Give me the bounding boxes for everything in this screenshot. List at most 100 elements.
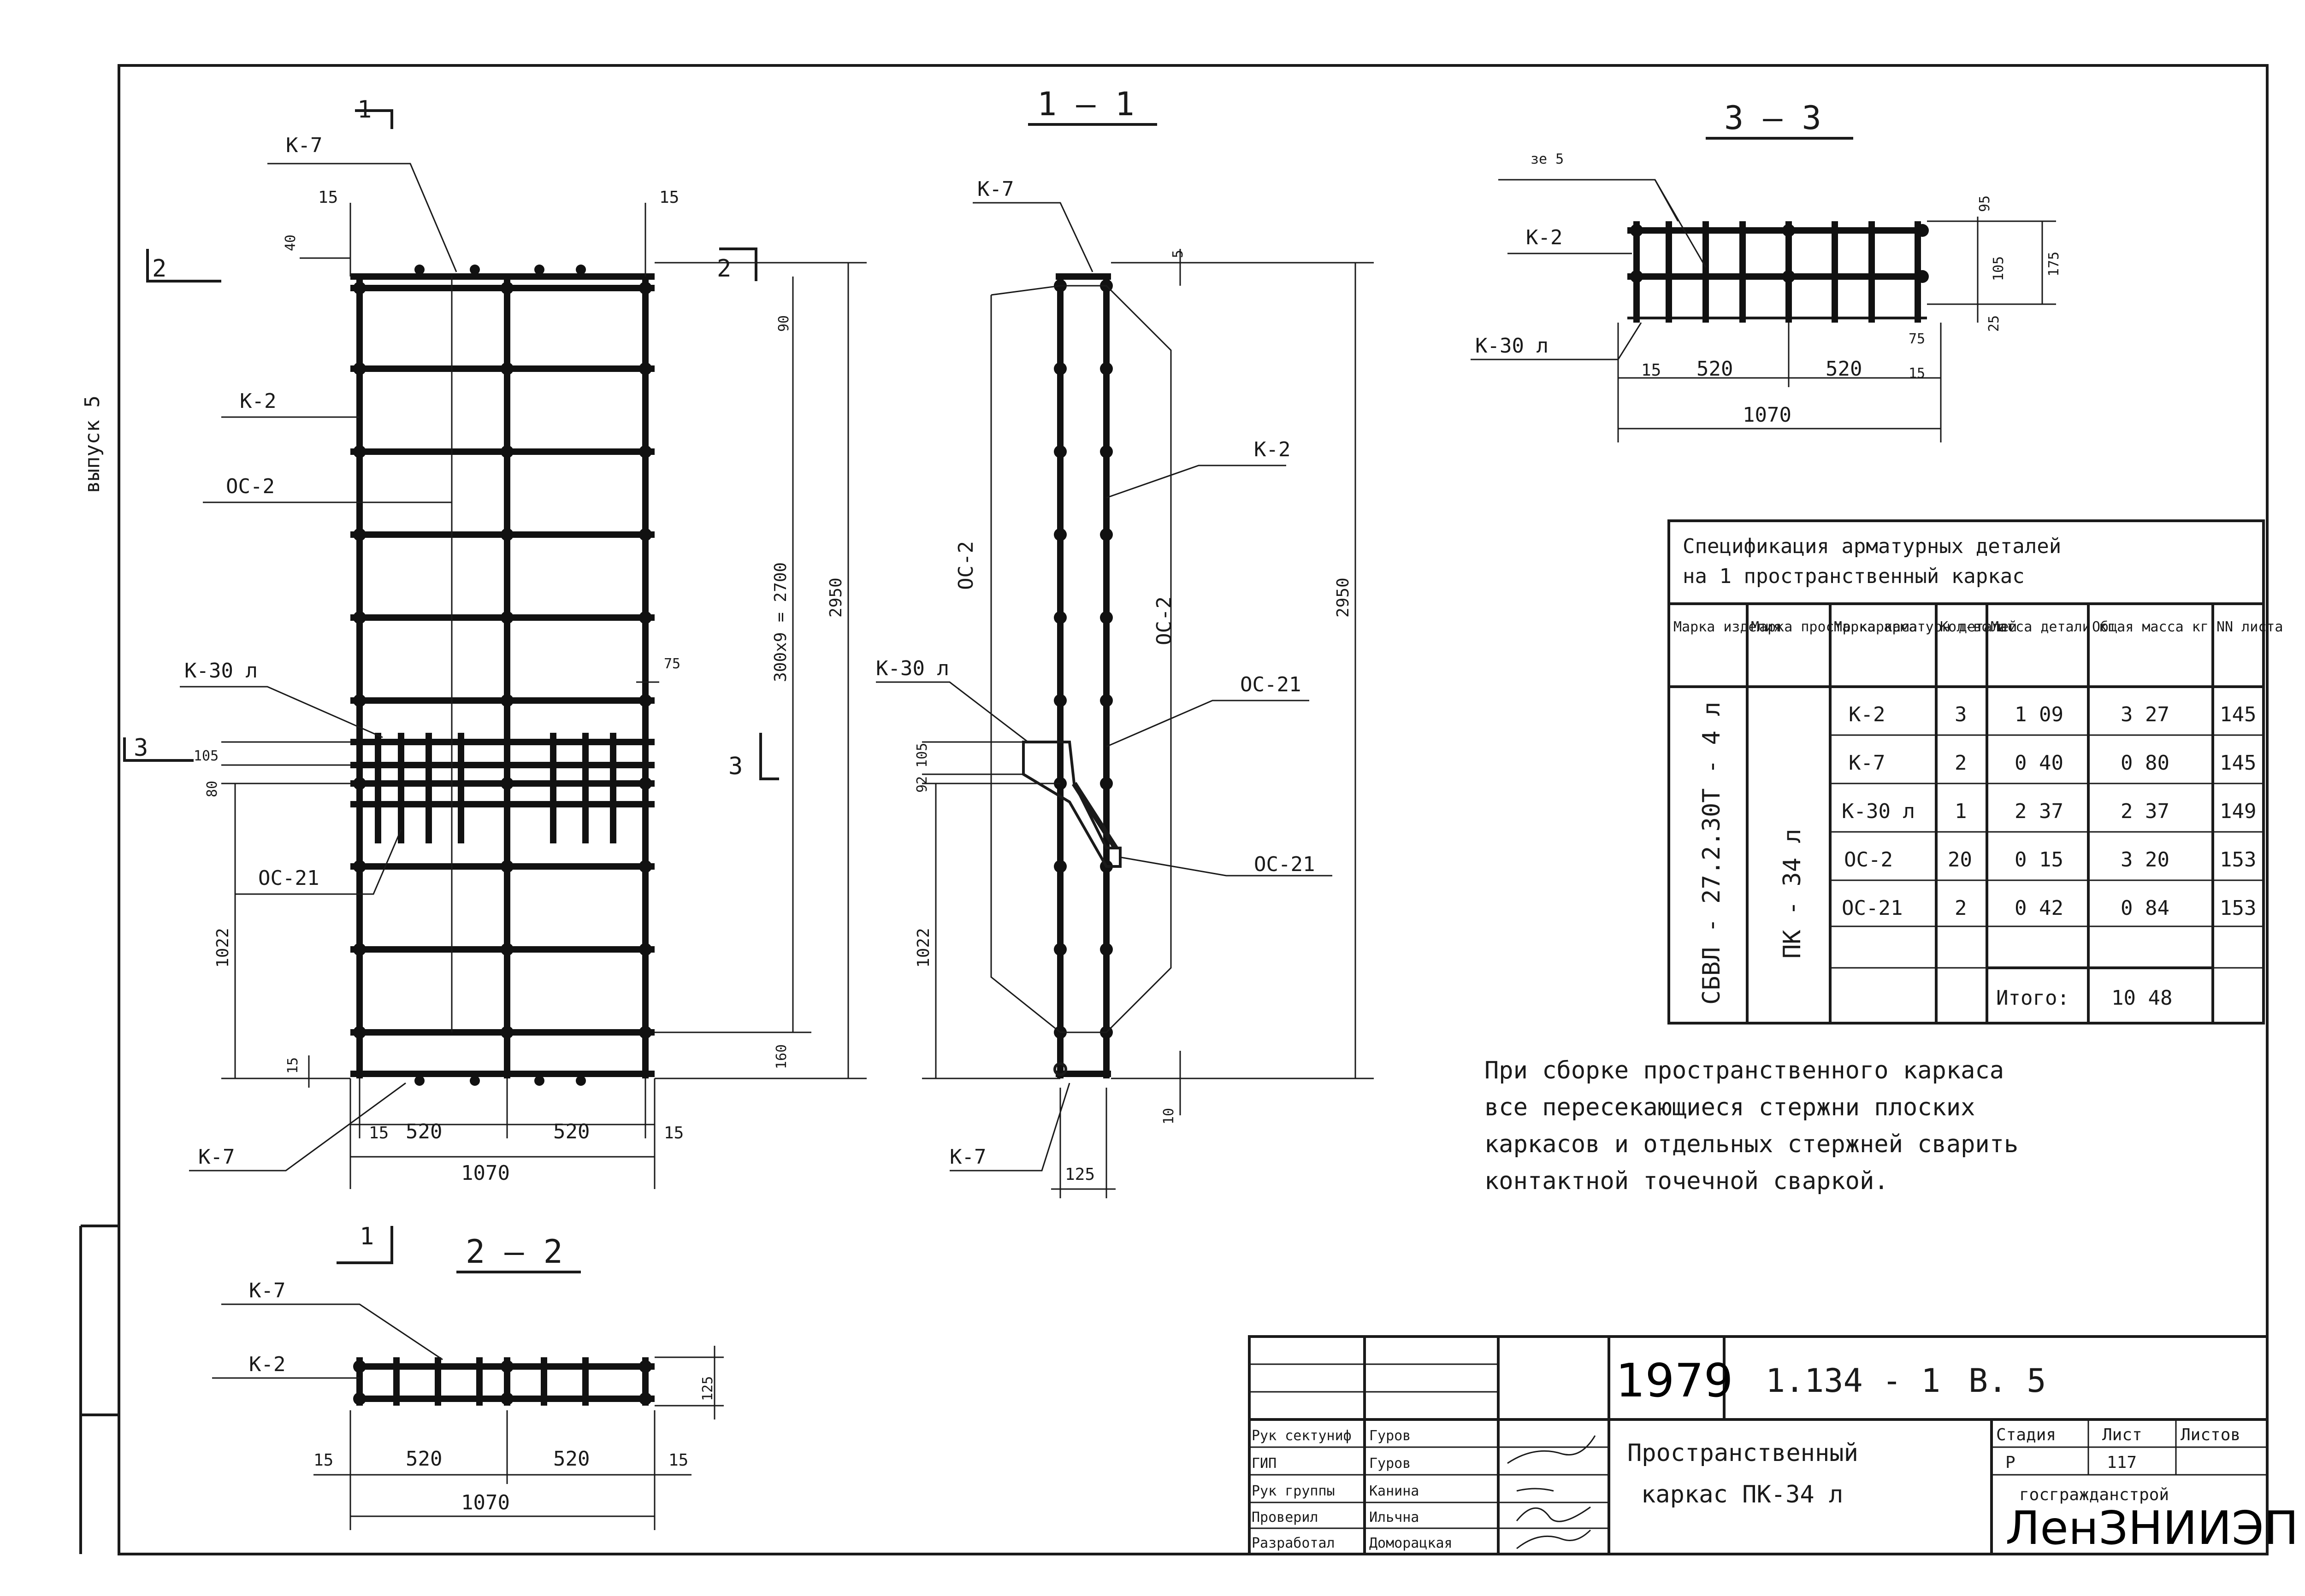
label-k7-s22: К-7 xyxy=(249,1279,285,1302)
spec-title-line1: Спецификация арматурных деталей xyxy=(1683,535,2061,558)
spec-row-4-mass: 0 42 xyxy=(2015,896,2063,920)
label-ze5: зе 5 xyxy=(1531,151,1564,167)
signature-3 xyxy=(1516,1506,1591,1522)
dim-1070-s33: 1070 xyxy=(1743,403,1791,427)
spec-header-sheet: NN листа xyxy=(2216,619,2283,635)
spec-row-1-total: 0 80 xyxy=(2121,751,2169,775)
dim-1022-main: 1022 xyxy=(213,928,232,968)
spec-row-4-part: ОС-21 xyxy=(1842,896,1903,920)
dim-5: 5 xyxy=(1170,250,1186,258)
spec-header-total: Общая масса кг xyxy=(2092,619,2209,635)
dim-520-a: 520 xyxy=(406,1120,442,1143)
dim-40: 40 xyxy=(283,235,299,251)
label-k7-s11-top: К-7 xyxy=(977,177,1014,201)
dim-90: 90 xyxy=(776,315,792,332)
dim-175: 175 xyxy=(2046,252,2062,277)
dim-125-s22: 125 xyxy=(700,1376,716,1401)
dim-15-e: 15 xyxy=(664,1124,684,1143)
dim-15-b: 15 xyxy=(659,188,679,207)
spec-table: Спецификация арматурных деталей на 1 про… xyxy=(1667,519,2283,1025)
tb-name-3: Ильчна xyxy=(1369,1509,1419,1525)
dim-15-a: 15 xyxy=(318,188,338,207)
dim-520-s22-b: 520 xyxy=(553,1447,590,1471)
spec-row-2-qty: 1 xyxy=(1955,800,1967,823)
tb-sheet-header: Лист xyxy=(2102,1425,2142,1444)
spec-row-0-qty: 3 xyxy=(1955,703,1967,726)
assembly-note: При сборке пространственного каркаса все… xyxy=(1484,1057,2018,1195)
marker-2-right: 2 xyxy=(717,255,731,283)
title-block: 1979 1.134 - 1 В. 5 Рук сектуниф Гуров Г… xyxy=(1248,1335,2299,1555)
spec-row-3-sheet: 153 xyxy=(2220,848,2256,872)
dim-15-s33-b: 15 xyxy=(1909,365,1925,382)
label-oc21-s11-bottom: ОС-21 xyxy=(1254,853,1315,876)
tb-role-2: Рук группы xyxy=(1252,1483,1335,1499)
tb-org-line1: госгражданстрой xyxy=(2019,1485,2169,1504)
tb-role-1: ГИП xyxy=(1252,1455,1277,1472)
tb-title-line2: каркас ПК-34 л xyxy=(1641,1481,1843,1508)
spec-row-0-sheet: 145 xyxy=(2220,703,2256,726)
spec-row-0-mass: 1 09 xyxy=(2015,703,2063,726)
dim-1022-section: 1022 xyxy=(914,928,933,968)
dim-1070-s22: 1070 xyxy=(461,1491,510,1514)
label-k2-s22: К-2 xyxy=(249,1353,285,1376)
note-line-1: При сборке пространственного каркаса xyxy=(1484,1057,2004,1084)
tb-role-3: Проверил xyxy=(1252,1509,1318,1525)
dim-105-main: 105 xyxy=(194,748,219,764)
spec-total-value: 10 48 xyxy=(2111,986,2172,1010)
tb-name-0: Гуров xyxy=(1369,1428,1411,1444)
note-line-4: контактной точечной сваркой. xyxy=(1484,1167,1889,1195)
dim-520-s33-a: 520 xyxy=(1696,357,1733,381)
section-3-3-title: 3 — 3 xyxy=(1724,99,1821,137)
label-oc21-s11-top: ОС-21 xyxy=(1240,673,1301,696)
dim-2950-section: 2950 xyxy=(1334,577,1353,618)
dim-25: 25 xyxy=(1986,315,2002,332)
spec-row-4-total: 0 84 xyxy=(2121,896,2169,920)
dim-15-s22-a: 15 xyxy=(313,1451,333,1470)
spec-row-3-mass: 0 15 xyxy=(2015,848,2063,872)
dim-2700: 300х9 = 2700 xyxy=(771,562,790,682)
spec-product: СБВЛ - 27.2.30Т - 4 л xyxy=(1698,702,1726,1005)
dim-92-105: 92 105 xyxy=(914,743,930,793)
spec-frame: ПК - 34 л xyxy=(1779,829,1806,959)
spec-header-product: Марка изделия xyxy=(1673,619,1782,635)
main-elevation xyxy=(350,265,655,1086)
section-2-2: 2 — 2 К-7 К-2 125 15 520 520 15 1070 xyxy=(212,1233,724,1530)
dim-75-s33: 75 xyxy=(1909,331,1925,347)
tb-sheets-header: Листов xyxy=(2181,1425,2240,1444)
dim-520-b: 520 xyxy=(553,1120,590,1143)
dim-2950-main: 2950 xyxy=(827,577,845,618)
tb-stage-value: Р xyxy=(2005,1453,2015,1472)
section-3-3: 3 — 3 зе 5 К-2 К-30 л 15 520 520 75 15 1… xyxy=(1471,99,2062,442)
spec-header-qty: Кол-во шт xyxy=(1940,619,2015,635)
spec-row-0-part: К-2 xyxy=(1849,703,1885,726)
spec-row-3-part: ОС-2 xyxy=(1844,848,1893,872)
tb-sheet-value: 117 xyxy=(2107,1453,2137,1472)
marker-3-right: 3 xyxy=(728,753,743,780)
tb-role-0: Рук сектуниф xyxy=(1252,1428,1352,1444)
main-elevation-dims: 15 15 40 90 300х9 = 2700 2950 160 1022 1… xyxy=(194,188,867,1189)
marker-3-left: 3 xyxy=(134,734,148,762)
label-oc2-s11-left: ОС-2 xyxy=(954,541,978,590)
marker-2-left: 2 xyxy=(152,255,166,283)
dim-15-s33-a: 15 xyxy=(1641,361,1661,380)
spec-title-line2: на 1 пространственный каркас xyxy=(1683,565,2025,588)
dim-125-section: 125 xyxy=(1065,1165,1095,1184)
dim-520-s22-a: 520 xyxy=(406,1447,442,1471)
tb-name-2: Канина xyxy=(1369,1483,1419,1499)
side-label: выпуск 5 xyxy=(81,395,104,493)
label-k2-s33: К-2 xyxy=(1526,226,1562,249)
spec-total-label: Итого: xyxy=(1996,986,2069,1010)
tb-name-1: Гуров xyxy=(1369,1455,1411,1472)
label-k7-bottom: К-7 xyxy=(198,1145,235,1169)
spec-row-3-qty: 20 xyxy=(1948,848,1972,872)
tb-title-line1: Пространственный xyxy=(1627,1439,1858,1467)
spec-row-2-total: 2 37 xyxy=(2121,800,2169,823)
signature-2 xyxy=(1516,1488,1554,1492)
signature-4 xyxy=(1516,1529,1591,1549)
label-k7-top: К-7 xyxy=(286,134,322,157)
dim-75-main: 75 xyxy=(664,656,680,672)
spec-row-2-mass: 2 37 xyxy=(2015,800,2063,823)
label-k7-s11-bottom: К-7 xyxy=(950,1145,986,1169)
note-line-3: каркасов и отдельных стержней сварить xyxy=(1484,1131,2018,1158)
